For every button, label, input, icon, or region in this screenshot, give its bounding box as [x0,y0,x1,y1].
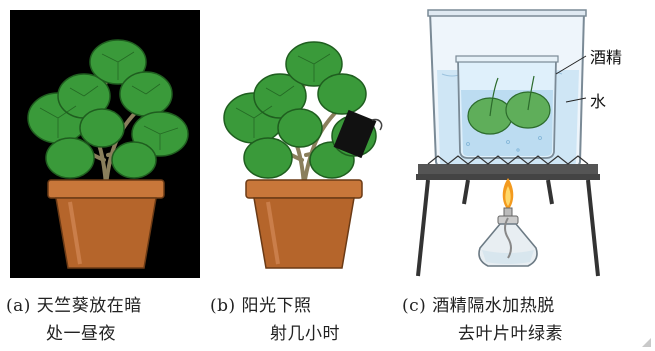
panel-a-dark-plant [10,10,200,278]
corner-fold-icon [642,338,651,347]
caption-b-line1: (b) 阳光下照 [210,296,312,316]
caption-b-line2: 射几小时 [270,324,340,344]
beaker-icon [427,9,587,171]
caption-b: (b) 阳光下照 射几小时 [210,292,340,348]
black-paper-cover-icon [333,109,383,159]
water-label: 水 [590,92,607,111]
panel-b-sunlight-plant [214,10,392,278]
potted-geranium-icon [223,41,383,269]
water-bath-apparatus [416,9,600,277]
alcohol-label: 酒精 [590,48,623,67]
caption-c-line2: 去叶片叶绿素 [458,324,563,344]
wire-gauze-icon [418,155,598,174]
caption-a-line1: (a) 天竺葵放在暗 [6,296,142,316]
caption-c: (c) 酒精隔水加热脱 去叶片叶绿素 [402,292,563,348]
potted-geranium-icon [10,10,200,278]
alcohol-lamp-icon [478,178,538,267]
caption-a: (a) 天竺葵放在暗 处一昼夜 [6,292,142,348]
caption-c-line1: (c) 酒精隔水加热脱 [402,296,555,316]
caption-a-line2: 处一昼夜 [46,324,116,344]
tripod-stand-icon [416,174,600,277]
panel-c-water-bath [408,4,652,280]
